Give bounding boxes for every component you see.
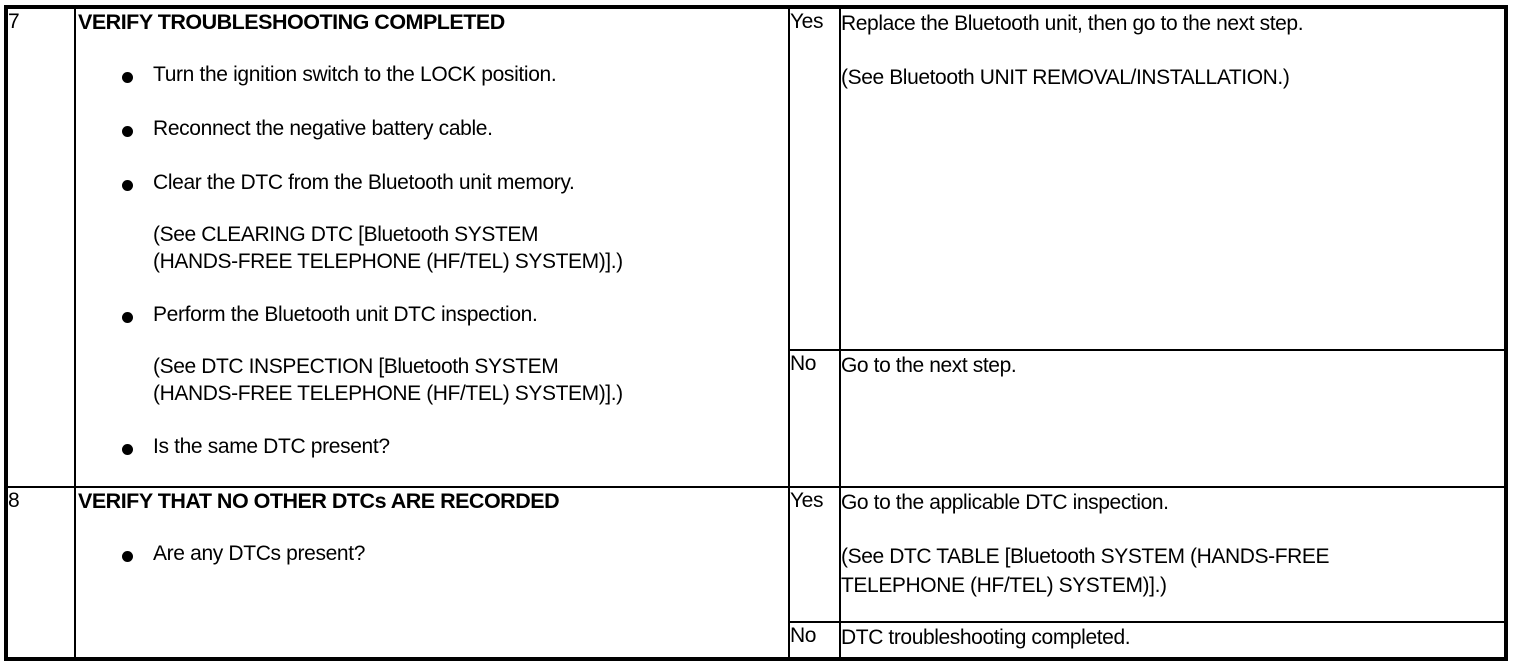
- note-line: (HANDS-FREE TELEPHONE (HF/TEL) SYSTEM)].…: [153, 250, 623, 273]
- action-reference-line: TELEPHONE (HF/TEL) SYSTEM)].): [841, 574, 1167, 597]
- bullet-icon: [122, 312, 133, 323]
- cross-reference-note: (See CLEARING DTC [Bluetooth SYSTEM (HAN…: [76, 221, 788, 275]
- step-number-cell-8: 8: [5, 486, 76, 660]
- step-number: 8: [8, 489, 20, 512]
- step-content-cell-7: VERIFY TROUBLESHOOTING COMPLETED Turn th…: [74, 6, 790, 488]
- step-number: 7: [8, 10, 20, 33]
- list-item-label: Turn the ignition switch to the LOCK pos…: [153, 63, 557, 86]
- action-line: Replace the Bluetooth unit, then go to t…: [841, 12, 1304, 35]
- action-line: Go to the applicable DTC inspection.: [841, 491, 1169, 514]
- list-item: Clear the DTC from the Bluetooth unit me…: [76, 169, 788, 197]
- result-label-cell-7-yes: Yes: [788, 5, 841, 352]
- result-label: No: [790, 623, 817, 647]
- step-action-list-8: Are any DTCs present?: [76, 540, 788, 568]
- table-row: 8 VERIFY THAT NO OTHER DTCs ARE RECORDED…: [5, 486, 1507, 660]
- result-label-cell-8-no: No: [788, 620, 841, 661]
- action-cell-8-no: DTC troubleshooting completed.: [839, 620, 1507, 661]
- action-reference: (See Bluetooth UNIT REMOVAL/INSTALLATION…: [841, 66, 1290, 89]
- result-label: Yes: [790, 10, 824, 33]
- note-line: (See DTC INSPECTION [Bluetooth SYSTEM: [153, 355, 559, 378]
- cross-reference-note: (See DTC INSPECTION [Bluetooth SYSTEM (H…: [76, 353, 788, 407]
- list-item-label: Perform the Bluetooth unit DTC inspectio…: [153, 303, 538, 326]
- bullet-icon: [122, 444, 133, 455]
- list-item: Are any DTCs present?: [76, 540, 788, 568]
- step-number-cell-7: 7: [5, 6, 76, 488]
- result-label-cell-7-no: No: [788, 349, 841, 488]
- list-item-label: Is the same DTC present?: [153, 435, 390, 458]
- bullet-icon: [122, 72, 133, 83]
- step-content-cell-8: VERIFY THAT NO OTHER DTCs ARE RECORDED A…: [74, 486, 790, 660]
- action-reference: (See DTC TABLE [Bluetooth SYSTEM (HANDS-…: [841, 542, 1504, 600]
- step-heading: VERIFY THAT NO OTHER DTCs ARE RECORDED: [78, 489, 560, 513]
- result-label: No: [790, 352, 817, 376]
- table-row: No DTC troubleshooting completed.: [6, 620, 1507, 661]
- action-cell-7-no: Go to the next step.: [839, 349, 1507, 488]
- list-item: Is the same DTC present?: [76, 433, 788, 461]
- table-row: No Go to the next step.: [6, 349, 1507, 488]
- list-item: Reconnect the negative battery cable.: [76, 115, 788, 143]
- list-item-label: Are any DTCs present?: [153, 542, 366, 565]
- action-cell-8-yes: Go to the applicable DTC inspection. (Se…: [839, 486, 1507, 623]
- bullet-icon: [122, 180, 133, 191]
- action-line: DTC troubleshooting completed.: [841, 625, 1131, 649]
- result-label-cell-8-yes: Yes: [788, 486, 841, 623]
- result-label: Yes: [790, 489, 824, 512]
- list-item: Perform the Bluetooth unit DTC inspectio…: [76, 301, 788, 329]
- troubleshooting-table: 7 VERIFY TROUBLESHOOTING COMPLETED Turn …: [4, 5, 1508, 661]
- bullet-icon: [122, 126, 133, 137]
- list-item-label: Clear the DTC from the Bluetooth unit me…: [153, 171, 575, 194]
- step-heading: VERIFY TROUBLESHOOTING COMPLETED: [78, 10, 505, 34]
- note-line: (HANDS-FREE TELEPHONE (HF/TEL) SYSTEM)].…: [153, 382, 623, 405]
- action-cell-7-yes: Replace the Bluetooth unit, then go to t…: [839, 5, 1507, 352]
- list-item-label: Reconnect the negative battery cable.: [153, 117, 493, 140]
- bullet-icon: [122, 551, 133, 562]
- step-action-list-7: Turn the ignition switch to the LOCK pos…: [76, 61, 788, 461]
- list-item: Turn the ignition switch to the LOCK pos…: [76, 61, 788, 89]
- action-line: Go to the next step.: [841, 354, 1017, 378]
- table-row: 7 VERIFY TROUBLESHOOTING COMPLETED Turn …: [5, 5, 1507, 488]
- note-line: (See CLEARING DTC [Bluetooth SYSTEM: [153, 223, 539, 246]
- action-reference-line: (See DTC TABLE [Bluetooth SYSTEM (HANDS-…: [841, 545, 1330, 568]
